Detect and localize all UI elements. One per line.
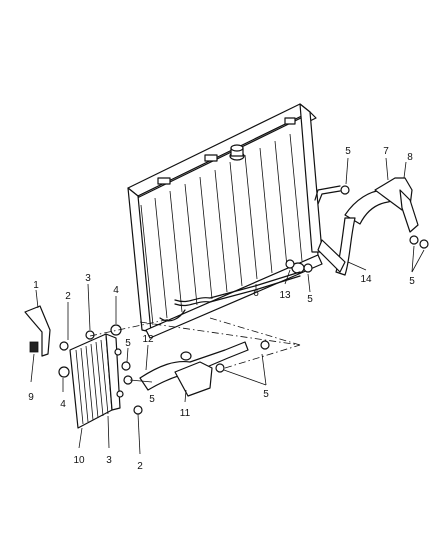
leader-lines bbox=[30, 157, 425, 455]
callout-12: 12 bbox=[142, 334, 154, 345]
callout-5-radiator-lower: 5 bbox=[307, 294, 313, 305]
callout-5-hose-clamps: 5 bbox=[263, 389, 269, 400]
callout-5-cooler-upper: 5 bbox=[125, 338, 131, 349]
callout-4-lower: 4 bbox=[60, 399, 66, 410]
callout-14: 14 bbox=[360, 274, 372, 285]
cooler-bracket bbox=[24, 305, 51, 357]
callout-4-upper: 4 bbox=[113, 285, 119, 296]
callout-13: 13 bbox=[279, 290, 291, 301]
callout-7: 7 bbox=[383, 146, 389, 157]
lower-hose bbox=[139, 341, 249, 397]
callout-10: 10 bbox=[73, 455, 85, 466]
oil-cooler bbox=[69, 333, 124, 429]
callout-5-top: 5 bbox=[345, 146, 351, 157]
callout-9: 9 bbox=[28, 392, 34, 403]
radiator bbox=[127, 103, 341, 339]
callout-2-upper: 2 bbox=[65, 291, 71, 302]
callout-6: 6 bbox=[253, 288, 259, 299]
callout-labels: 1 2 3 4 9 4 10 3 2 5 5 12 11 5 6 13 5 14… bbox=[28, 146, 415, 472]
upper-hoses bbox=[285, 177, 429, 276]
callout-1: 1 bbox=[33, 280, 39, 291]
callout-3-upper: 3 bbox=[85, 273, 91, 284]
callout-8: 8 bbox=[407, 152, 413, 163]
callout-11: 11 bbox=[180, 408, 191, 419]
callout-5-right: 5 bbox=[409, 276, 415, 287]
callout-5-cooler-lower: 5 bbox=[149, 394, 155, 405]
callout-3-lower: 3 bbox=[106, 455, 112, 466]
callout-2-lower: 2 bbox=[137, 461, 143, 472]
